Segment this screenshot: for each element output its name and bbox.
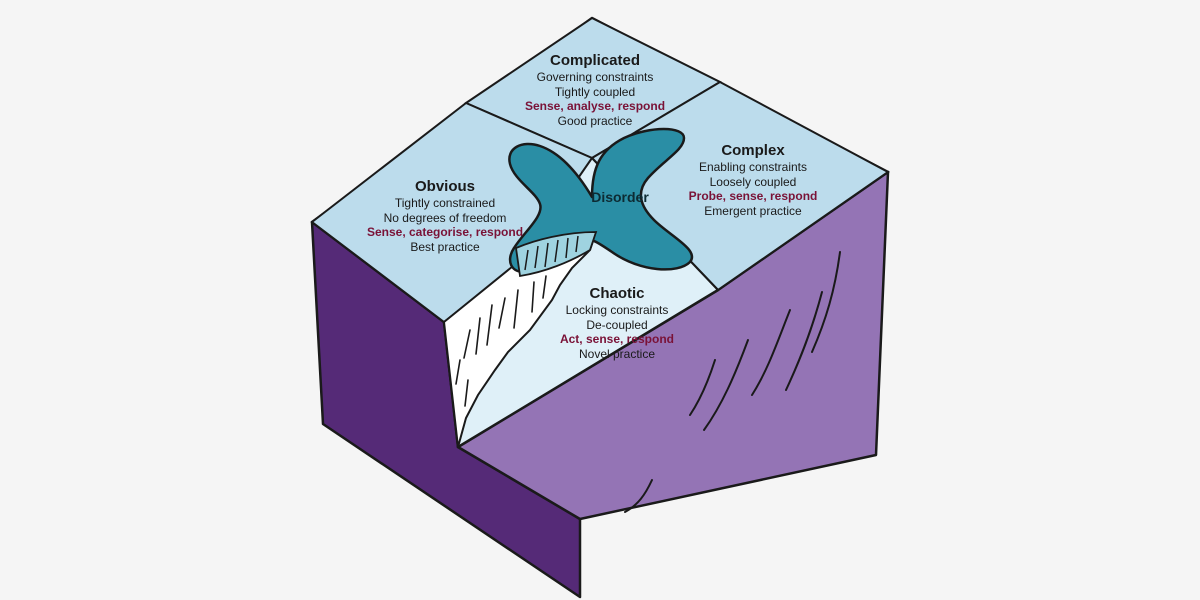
domain-constraints: Locking constraints xyxy=(565,303,669,317)
domain-coupling: Tightly coupled xyxy=(554,84,636,99)
domain-practice: Best practice xyxy=(410,239,480,254)
side-scratches xyxy=(624,251,841,513)
domain-approach: Probe, sense, respond xyxy=(688,189,818,203)
domain-chaotic: Chaotic Locking constraints De-coupled A… xyxy=(522,285,712,361)
disorder-label: Disorder xyxy=(591,189,649,205)
domain-approach: Sense, categorise, respond xyxy=(366,225,524,239)
domain-coupling: De-coupled xyxy=(586,317,648,332)
cliff-cracks xyxy=(455,275,547,407)
domain-complicated: Complicated Governing constraints Tightl… xyxy=(500,52,690,128)
spill-lines xyxy=(524,235,579,271)
domain-constraints: Governing constraints xyxy=(536,70,654,84)
domain-coupling: No degrees of freedom xyxy=(383,210,507,225)
domain-obvious: Obvious Tightly constrained No degrees o… xyxy=(350,178,540,254)
domain-title: Complicated xyxy=(549,52,640,69)
domain-practice: Emergent practice xyxy=(704,203,802,218)
domain-constraints: Tightly constrained xyxy=(394,196,496,210)
domain-practice: Novel practice xyxy=(578,346,656,361)
domain-title: Complex xyxy=(721,142,785,159)
domain-title: Chaotic xyxy=(589,285,645,302)
domain-approach: Sense, analyse, respond xyxy=(524,99,666,113)
domain-practice: Good practice xyxy=(557,113,633,128)
domain-constraints: Enabling constraints xyxy=(698,160,808,174)
domain-complex: Complex Enabling constraints Loosely cou… xyxy=(658,142,848,218)
domain-title: Obvious xyxy=(414,178,475,195)
domain-coupling: Loosely coupled xyxy=(709,174,797,189)
domain-approach: Act, sense, respond xyxy=(559,332,675,346)
